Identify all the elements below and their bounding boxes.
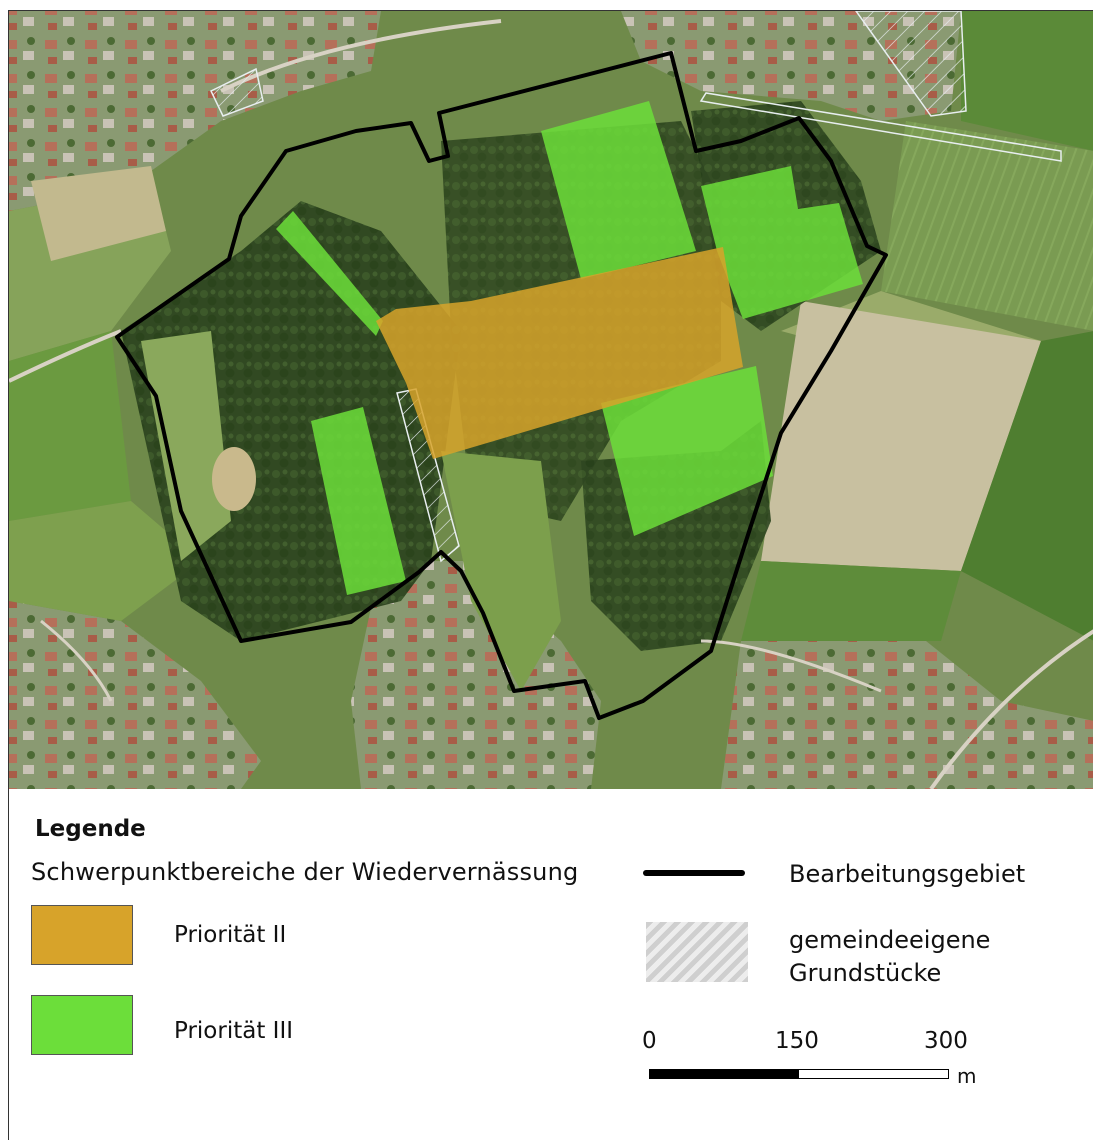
scale-tick-150: 150	[775, 1028, 819, 1054]
green-fill-swatch	[31, 995, 133, 1055]
legend-title: Legende	[35, 816, 146, 842]
parcel-top-right[interactable]	[855, 11, 967, 117]
scale-tick-300: 300	[924, 1028, 968, 1054]
legend-label-boundary: Bearbeitungsgebiet	[789, 860, 1026, 888]
study-area-boundary[interactable]	[115, 51, 888, 720]
priority-2-area[interactable]	[376, 247, 743, 459]
scale-bar-black-segment	[650, 1070, 799, 1078]
parcel-top-left[interactable]	[210, 67, 264, 117]
legend-label-community-line2: Grundstücke	[789, 959, 942, 987]
scale-bar	[649, 1069, 949, 1079]
priority-3-area-top-center[interactable]	[541, 101, 696, 279]
legend-label-community-line1: gemeindeeigene	[789, 926, 991, 954]
map-view[interactable]	[8, 10, 1093, 789]
scale-unit: m	[957, 1064, 977, 1088]
orange-fill-swatch	[31, 905, 133, 965]
legend-label-priority-3: Priorität III	[174, 1018, 294, 1044]
scale-tick-0: 0	[642, 1028, 657, 1054]
community-parcels[interactable]	[210, 11, 1062, 563]
map-canvas	[9, 11, 1093, 789]
boundary-line-icon	[643, 870, 745, 876]
legend-label-priority-2: Priorität II	[174, 922, 287, 948]
priority-3-area-bottom[interactable]	[601, 366, 773, 536]
hatch-pattern-icon	[646, 922, 748, 982]
priority-3-strip[interactable]	[276, 211, 383, 336]
legend-label-community-parcels: gemeindeeigene Grundstücke	[789, 924, 990, 990]
priority-3-area-left[interactable]	[311, 407, 406, 595]
legend: Legende Schwerpunktbereiche der Wiederve…	[8, 788, 1093, 1140]
legend-subtitle: Schwerpunktbereiche der Wiedervernässung	[31, 858, 579, 886]
priority-3-areas[interactable]	[276, 101, 863, 595]
priority-3-area-right[interactable]	[701, 166, 863, 319]
